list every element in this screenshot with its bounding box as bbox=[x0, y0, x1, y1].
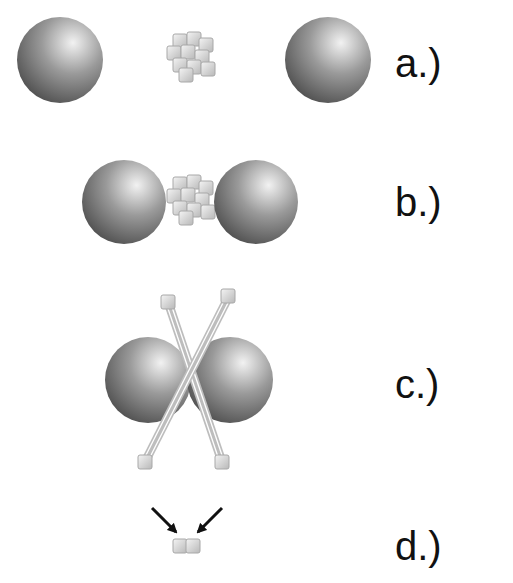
bridge-rod bbox=[143, 297, 230, 463]
step-label: c.) bbox=[395, 361, 439, 407]
sphere bbox=[105, 337, 191, 423]
particle bbox=[221, 289, 235, 303]
row-a bbox=[17, 17, 371, 103]
sphere bbox=[214, 160, 298, 244]
step-label: a.) bbox=[395, 40, 442, 86]
arrow bbox=[198, 508, 222, 532]
particle-cluster bbox=[167, 175, 215, 225]
particle bbox=[138, 455, 152, 469]
step-label: b.) bbox=[395, 179, 442, 225]
row-b bbox=[82, 160, 298, 244]
particle bbox=[161, 295, 175, 309]
particle-cluster bbox=[167, 32, 215, 82]
arrow bbox=[152, 508, 176, 532]
row-d bbox=[152, 508, 222, 553]
sphere bbox=[17, 17, 103, 103]
row-c bbox=[105, 289, 273, 469]
particle bbox=[186, 539, 200, 553]
sphere bbox=[82, 160, 166, 244]
sphere bbox=[285, 17, 371, 103]
particle bbox=[173, 539, 187, 553]
step-label: d.) bbox=[395, 523, 442, 569]
particle bbox=[215, 455, 229, 469]
